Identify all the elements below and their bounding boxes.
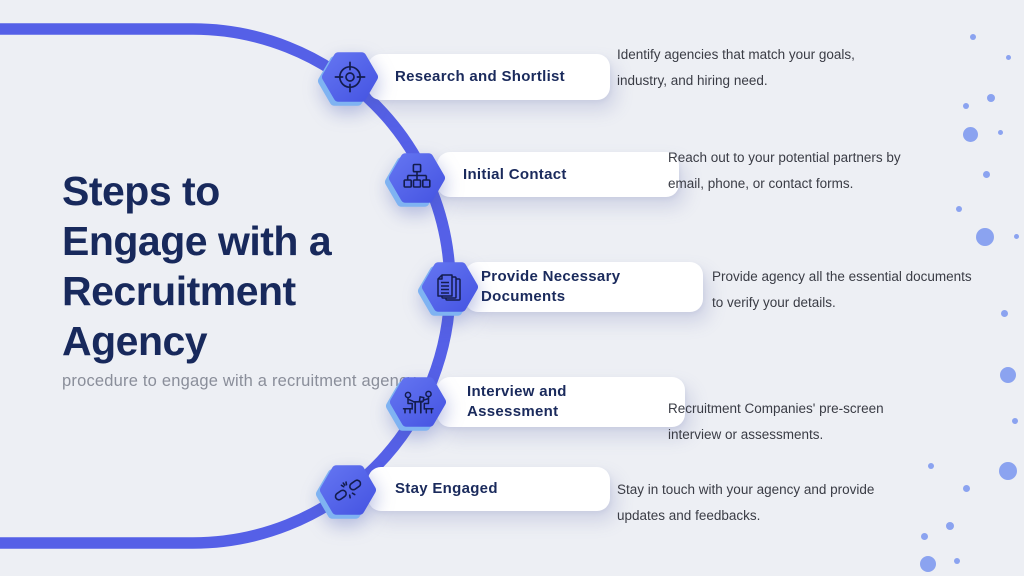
step-title-pill: Stay Engaged [368,467,610,511]
interview-icon [402,390,434,414]
step-title-pill: Provide Necessary Documents [465,262,703,312]
step-description: Stay in touch with your agency and provi… [617,482,875,523]
decorative-dot [962,126,978,142]
step-title-pill: Initial Contact [437,152,679,197]
decorative-dot [997,129,1003,135]
decorative-dot [1012,418,1018,424]
page-title: Steps to Engage with a Recruitment Agenc… [62,166,416,366]
decorative-dot [920,556,936,572]
documents-icon [437,274,461,301]
decorative-dot [928,463,934,469]
decorative-dot [1000,309,1008,317]
decorative-dot [999,462,1017,480]
step-description: Provide agency all the essential documen… [712,269,972,310]
step-title: Stay Engaged [395,480,498,497]
decorative-dot [987,94,995,102]
title-line: Recruitment [62,268,296,314]
broken-link-icon [334,479,362,501]
title-line: Engage with a [62,218,332,264]
hero-section: Steps to Engage with a Recruitment Agenc… [62,166,416,391]
decorative-dot [982,170,990,178]
decorative-dot [954,558,960,564]
step-title: Interview and [467,383,567,400]
step-title-pill: Interview and Assessment [437,377,685,427]
hexagon-badge [385,153,445,207]
target-icon [334,61,366,93]
hexagon-badge [316,465,376,519]
hexagon-badge [318,52,378,106]
decorative-dot [1000,367,1016,383]
decorative-dot [920,532,928,540]
step-title-pill: Research and Shortlist [368,54,610,100]
hexagon-badge [386,377,446,431]
decorative-dot [956,206,962,212]
step-description: Reach out to your potential partners by … [668,150,901,191]
org-chart-icon [403,163,431,188]
step-title: Provide Necessary [481,268,621,285]
decorative-dot [946,522,954,530]
title-line: Steps to [62,168,220,214]
step-title: Research and Shortlist [395,68,565,85]
step-description: Identify agencies that match your goals,… [617,47,855,88]
decorative-dot [1013,233,1019,239]
title-line: Agency [62,318,208,364]
step-title: Documents [481,288,566,305]
page-subtitle: procedure to engage with a recruitment a… [62,372,416,390]
decorative-dot [963,103,969,109]
step-description: Recruitment Companies' pre-screen interv… [668,401,884,442]
step-title: Assessment [467,403,559,420]
decorative-dot [976,228,994,246]
decorative-dot [962,484,970,492]
decorative-dot [1005,54,1011,60]
decorative-dot [970,34,976,40]
step-title: Initial Contact [463,165,567,183]
hexagon-badge [418,262,478,316]
